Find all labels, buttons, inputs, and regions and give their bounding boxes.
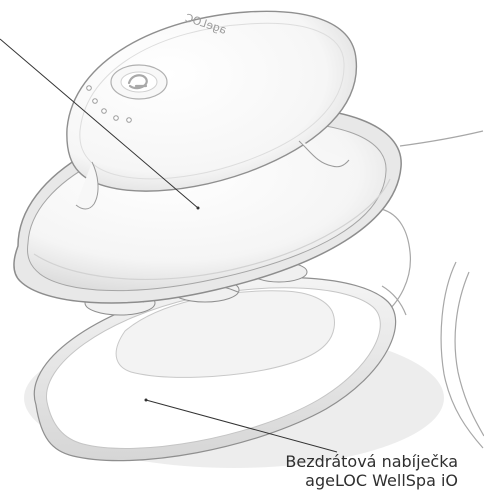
charger-label-line-2: ageLOC WellSpa iO	[305, 472, 458, 490]
power-button[interactable]	[111, 65, 167, 99]
charger-label-line-1: Bezdrátová nabíječka	[285, 453, 458, 471]
callout-dot-charger	[145, 399, 148, 402]
callout-dot-device	[197, 207, 200, 210]
